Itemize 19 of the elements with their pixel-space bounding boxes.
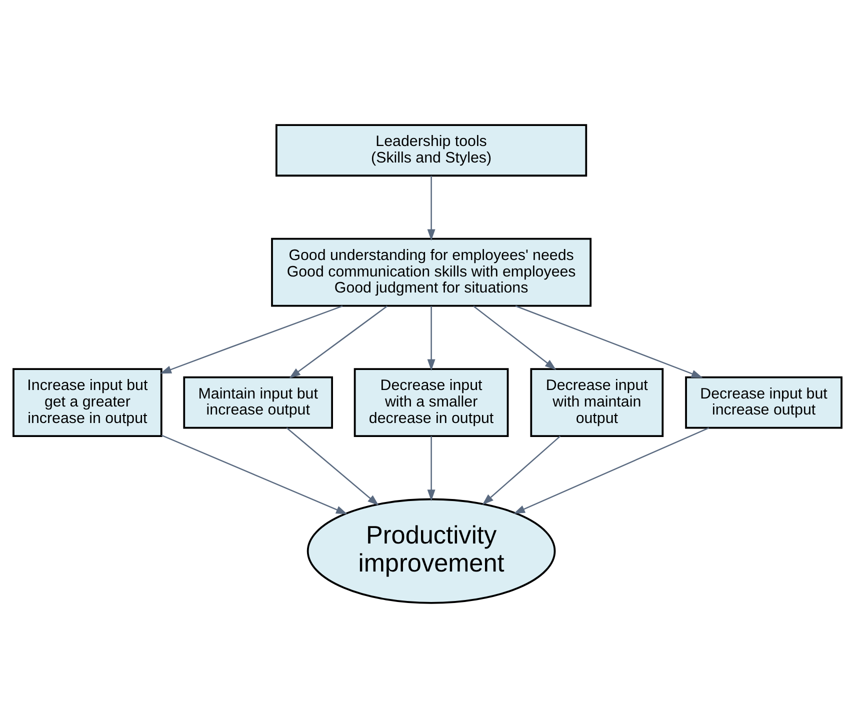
arrow [473, 305, 556, 370]
arrow [514, 426, 710, 514]
node-box: Maintain input but increase output [183, 376, 333, 428]
node-box: Good understanding for employees' needs Good communication skills with employees Good judgment for situations [271, 237, 592, 306]
arrow [515, 304, 703, 378]
node-box: Leadership tools (Skills and Styles) [275, 124, 588, 176]
arrow [160, 304, 343, 374]
node-ellipse: Productivity improvement [306, 498, 556, 604]
node-box: Decrease input with a smaller decrease in output [354, 368, 509, 436]
arrow [427, 306, 436, 370]
arrow [427, 436, 436, 501]
arrow [289, 305, 388, 378]
arrow [482, 435, 561, 504]
arrow [286, 426, 379, 506]
node-box: Increase input but get a greater increase in output [12, 368, 162, 436]
arrow [427, 175, 436, 240]
node-box: Decrease input with maintain output [530, 368, 664, 436]
arrow [161, 434, 348, 514]
node-box: Decrease input but increase output [685, 376, 842, 428]
